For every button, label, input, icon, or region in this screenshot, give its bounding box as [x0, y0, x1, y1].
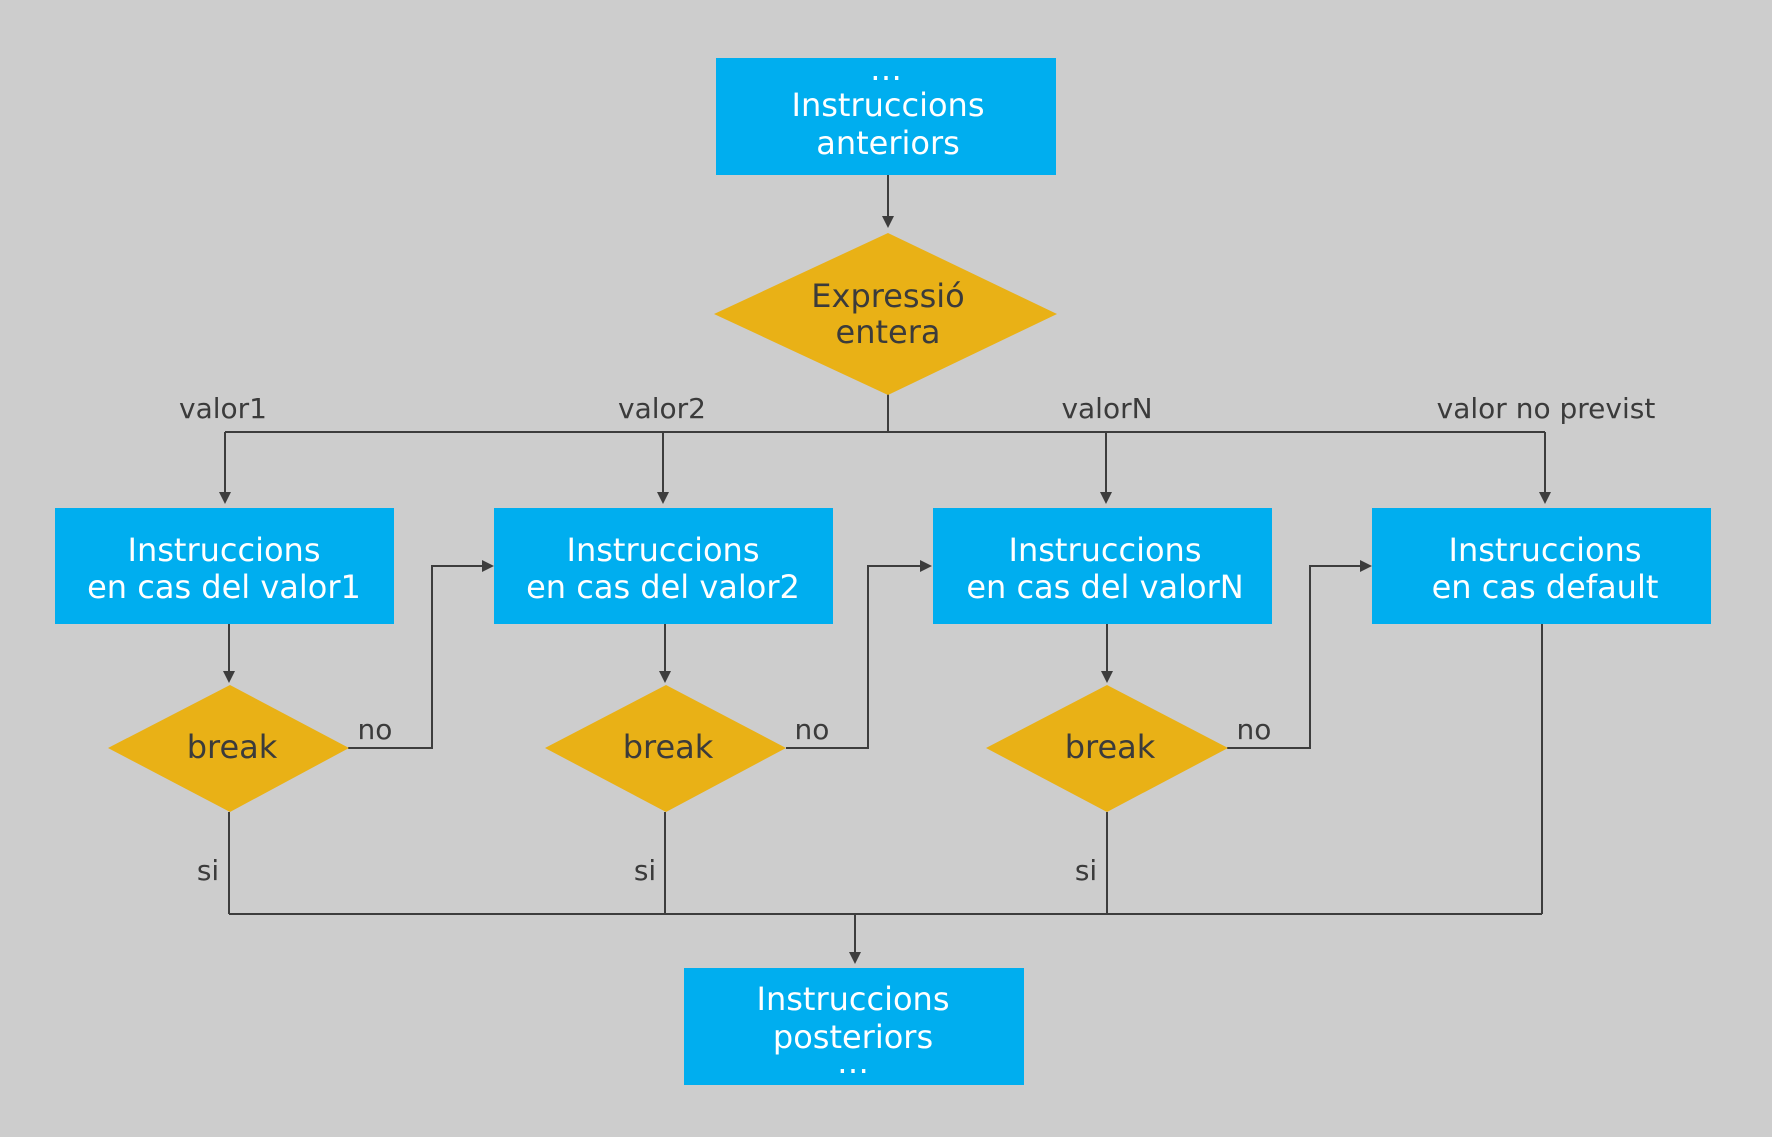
- switch-decision-shape: [714, 233, 1057, 395]
- break1-decision-label: break: [187, 728, 278, 766]
- end-box: Instruccions posteriors …: [684, 968, 1024, 1085]
- case2-box-line2: en cas del valor2: [526, 568, 800, 606]
- breakN-decision-shape: [986, 685, 1228, 812]
- switch-decision: Expressió entera: [714, 233, 1057, 395]
- case1-box-line1: Instruccions: [128, 531, 321, 569]
- switch-decision-line2: entera: [836, 313, 941, 351]
- end-box-dots: …: [837, 1043, 869, 1081]
- label-si-N: si: [1075, 854, 1097, 887]
- label-valor-no-previst: valor no previst: [1437, 392, 1656, 425]
- label-si-2: si: [634, 854, 656, 887]
- arrow-break1-no: [348, 560, 494, 749]
- start-box-dots: …: [870, 50, 902, 88]
- arrow-break2-no: [786, 560, 932, 749]
- case2-box: Instruccions en cas del valor2: [494, 508, 833, 624]
- case1-box-shape: [55, 508, 394, 624]
- edge-labels: valor1 valor2 valorN valor no previst no…: [179, 392, 1655, 887]
- break2-decision: break: [545, 685, 786, 812]
- break2-decision-label: break: [623, 728, 714, 766]
- caseN-box: Instruccions en cas del valorN: [933, 508, 1272, 624]
- break1-decision-shape: [108, 685, 349, 812]
- caseN-box-line1: Instruccions: [1009, 531, 1202, 569]
- start-box-line2: anteriors: [816, 124, 960, 162]
- case2-box-line1: Instruccions: [567, 531, 760, 569]
- end-box-line2: posteriors: [773, 1018, 933, 1056]
- label-si-1: si: [197, 854, 219, 887]
- arrow-breakN-no: [1227, 560, 1372, 749]
- label-no-2: no: [795, 713, 830, 746]
- caseN-box-line2: en cas del valorN: [966, 568, 1243, 606]
- end-box-shape: [684, 968, 1024, 1085]
- break1-decision: break: [108, 685, 349, 812]
- connectors: [219, 175, 1551, 964]
- label-no-1: no: [358, 713, 393, 746]
- end-box-line1: Instruccions: [757, 980, 950, 1018]
- break2-decision-shape: [545, 685, 786, 812]
- start-box: … Instruccions anteriors: [716, 50, 1056, 175]
- label-no-N: no: [1237, 713, 1272, 746]
- start-box-line1: Instruccions: [792, 86, 985, 124]
- switch-decision-line1: Expressió: [811, 277, 964, 315]
- label-valorN: valorN: [1061, 392, 1152, 425]
- case2-box-shape: [494, 508, 833, 624]
- case1-box: Instruccions en cas del valor1: [55, 508, 394, 624]
- case1-box-line2: en cas del valor1: [87, 568, 361, 606]
- caseN-box-shape: [933, 508, 1272, 624]
- label-valor1: valor1: [179, 392, 267, 425]
- default-box-shape: [1372, 508, 1711, 624]
- default-box-line2: en cas default: [1432, 568, 1659, 606]
- default-box-line1: Instruccions: [1449, 531, 1642, 569]
- breakN-decision: break: [986, 685, 1228, 812]
- default-box: Instruccions en cas default: [1372, 508, 1711, 624]
- start-box-shape: [716, 58, 1056, 175]
- breakN-decision-label: break: [1065, 728, 1156, 766]
- label-valor2: valor2: [618, 392, 706, 425]
